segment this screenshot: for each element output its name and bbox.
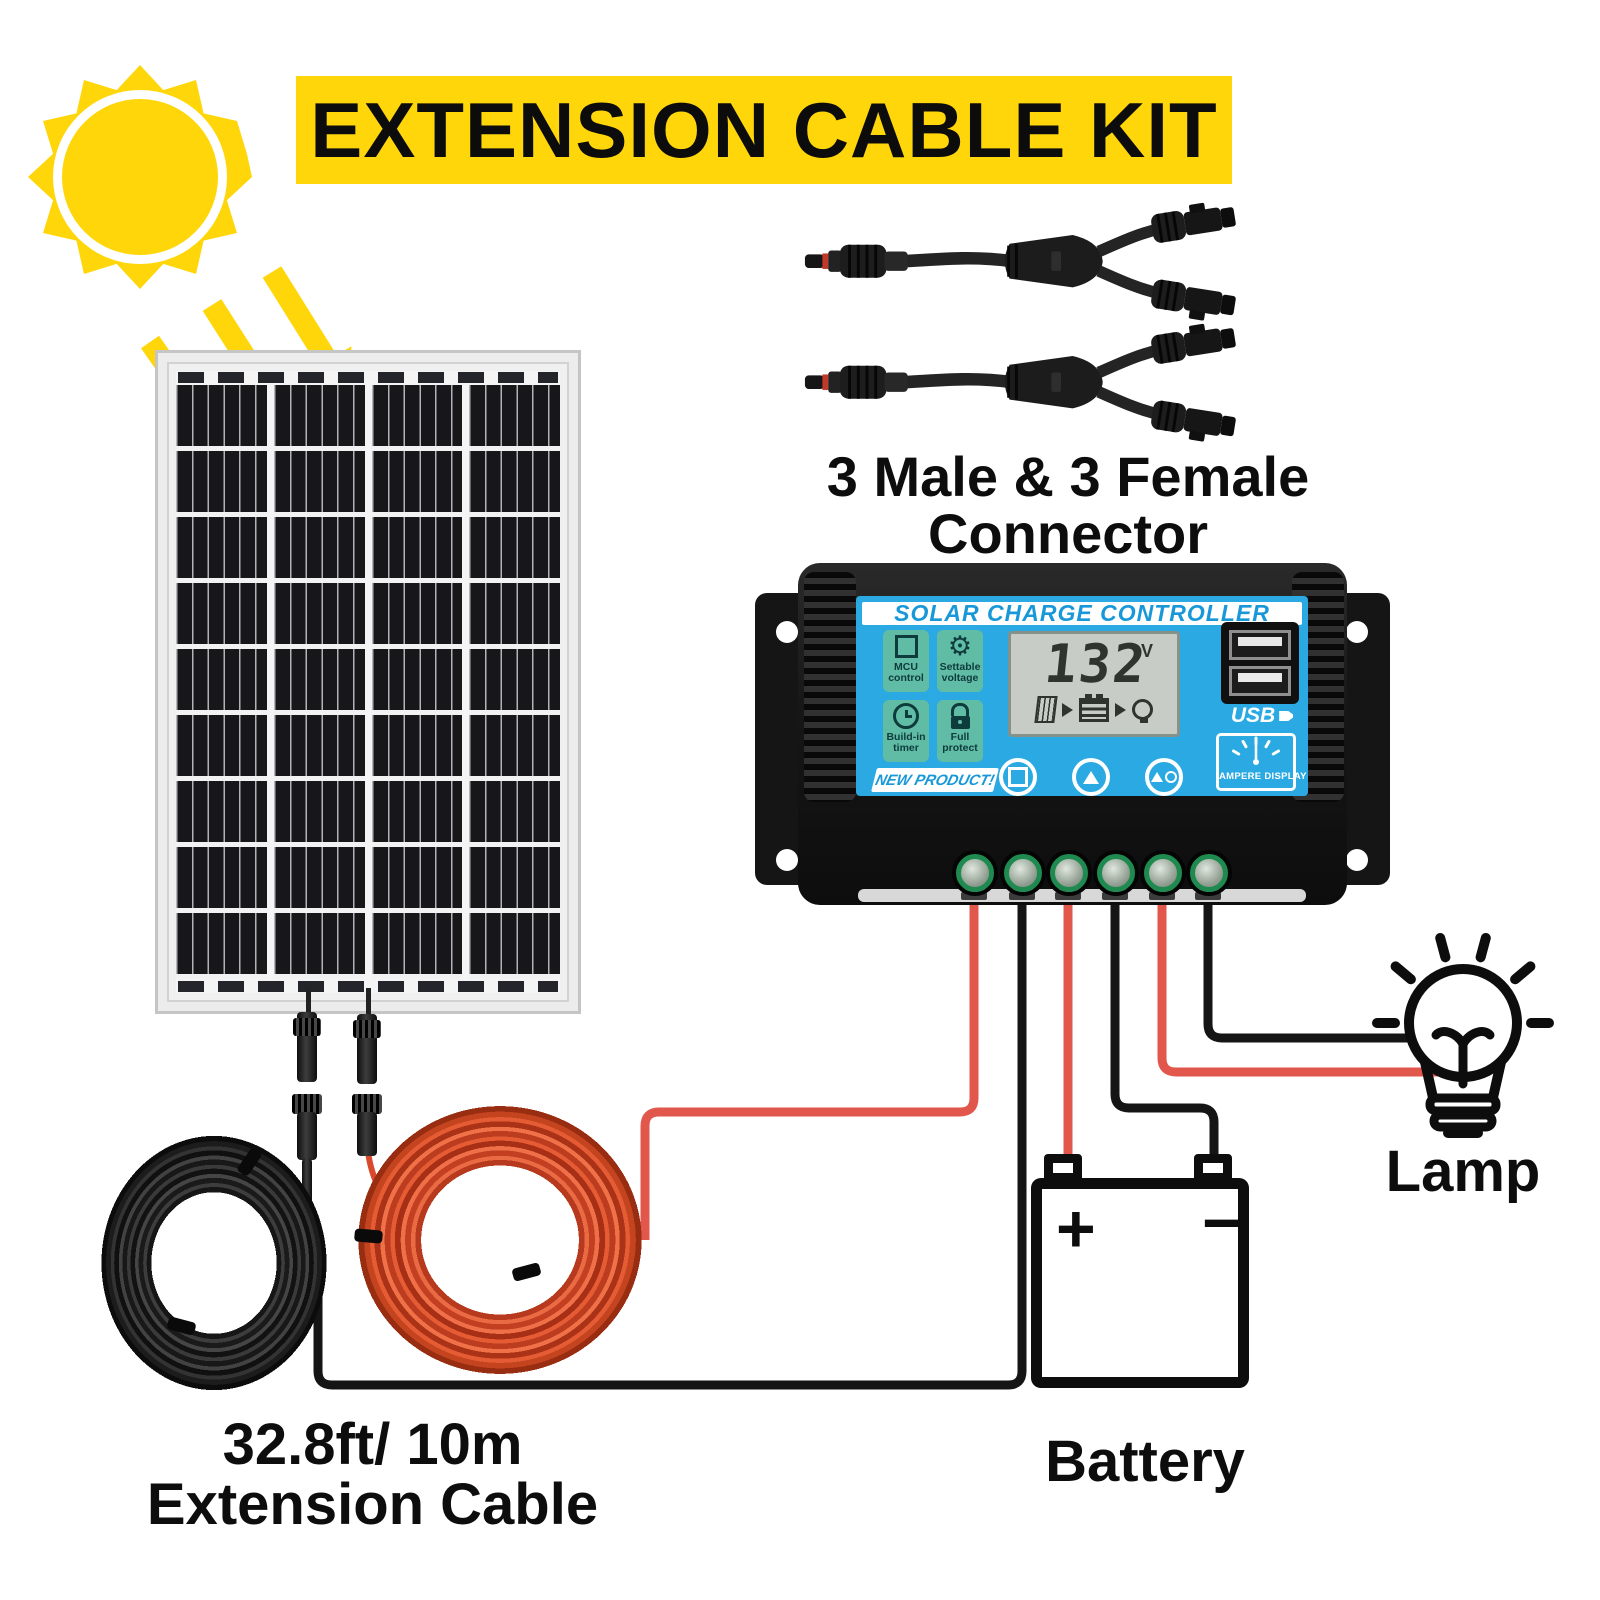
wire-pv-positive [640,890,979,1240]
lcd-arrow-icon [1114,702,1126,717]
controller-title: SOLAR CHARGE CONTROLLER [894,600,1270,626]
lcd-battery-icon [1078,693,1109,722]
triangle-up-icon [1083,770,1099,784]
terminal-slot [1149,892,1175,900]
mc4-collar [293,1018,321,1036]
bulb-icon [1165,771,1177,783]
title-banner: EXTENSION CABLE KIT [296,76,1232,184]
mcu-chip-icon [883,630,929,662]
mc4-collar [353,1020,381,1038]
panel-cell-column [176,385,267,979]
terminal-screw [1097,854,1135,892]
panel-cell-column [371,385,463,979]
terminal-screw [956,854,994,892]
load-button[interactable] [1145,758,1183,796]
solar-panel [155,350,581,1014]
usb-port-icon [1229,630,1291,660]
lcd-arrow-icon [1061,702,1073,717]
terminal-slot [1055,892,1081,900]
ampere-display-badge: AMPERE DISPLAY [1216,733,1307,791]
panel-busbar-strip [178,981,558,992]
lamp-icon [1372,933,1554,1138]
terminal-slot [1009,892,1035,900]
battery-terminal-positive [1044,1154,1082,1182]
lcd-bulb-icon [1131,699,1153,723]
sun-icon [28,65,252,289]
wire-pv-negative [313,890,1027,1390]
terminal-screw [1004,854,1042,892]
panel-cell-column [273,385,365,979]
connector-caption: 3 Male & 3 Female Connector [790,448,1346,562]
wire-load-positive [1157,890,1448,1077]
lcd-flow-row [1011,693,1177,723]
controller-title-strip: SOLAR CHARGE CONTROLLER [862,600,1302,626]
terminal-screw [1050,854,1088,892]
panel-cell-column [469,385,560,979]
terminal-screw [1190,854,1228,892]
clock-icon [883,700,929,732]
wire-battery-negative [1110,890,1219,1168]
mc4-connector [297,1112,317,1160]
lcd-voltage-value: 132 [1041,634,1150,695]
lcd-display: 132 V [1008,631,1180,737]
mc4-collar [292,1094,322,1114]
mount-hole [776,621,798,643]
wire-load-negative [1203,890,1420,1043]
usb-port-icon [1229,666,1291,696]
battery-label: Battery [1045,1429,1245,1494]
menu-button[interactable] [999,758,1037,796]
usb-label: USB [1226,704,1298,728]
terminal-slot-bar [858,889,1306,902]
panel-pigtail-wire [306,988,311,1014]
battery-terminal-negative [1194,1154,1232,1182]
controller-rib-left [804,572,856,802]
cable-tie [353,1228,384,1244]
padlock-icon [937,700,983,732]
panel-busbar-strip [178,372,558,383]
usb-ports [1221,622,1299,704]
gear-icon: ⚙ [947,630,973,662]
menu-icon [1008,767,1028,787]
up-button[interactable] [1072,758,1110,796]
battery: + − [1031,1178,1249,1388]
connector-caption-line1: 3 Male & 3 Female [826,445,1310,508]
terminal-slot [961,892,987,900]
gauge-icon [1232,736,1280,765]
lamp-label: Lamp [1385,1139,1541,1204]
new-product-badge: NEW PRODUCT! [871,768,999,792]
extension-cable-label: 32.8ft/ 10m Extension Cable [146,1412,599,1537]
title-text: EXTENSION CABLE KIT [310,85,1218,174]
terminal-screw [1144,854,1182,892]
terminal-slot [1195,892,1221,900]
red-extension-cable-coil [354,1102,646,1378]
battery-plus-sign: + [1056,1191,1096,1267]
terminal-slot [1102,892,1128,900]
mount-hole [1346,621,1368,643]
triangle-up-icon [1151,772,1163,782]
mount-hole [776,849,798,871]
mc4-connector [357,1112,377,1156]
mount-hole [1346,849,1368,871]
lcd-voltage-unit: V [1140,641,1153,661]
mc4-collar [352,1094,382,1114]
panel-pigtail-wire [366,988,371,1016]
battery-minus-sign: − [1202,1185,1242,1261]
usb-plug-icon [1279,711,1294,721]
connector-caption-line2: Connector [928,502,1208,565]
ampere-display-label: AMPERE DISPLAY [1219,771,1307,782]
solar-panel-cells [176,371,560,993]
black-extension-cable-coil [98,1132,330,1394]
lcd-solar-panel-icon [1033,696,1058,723]
